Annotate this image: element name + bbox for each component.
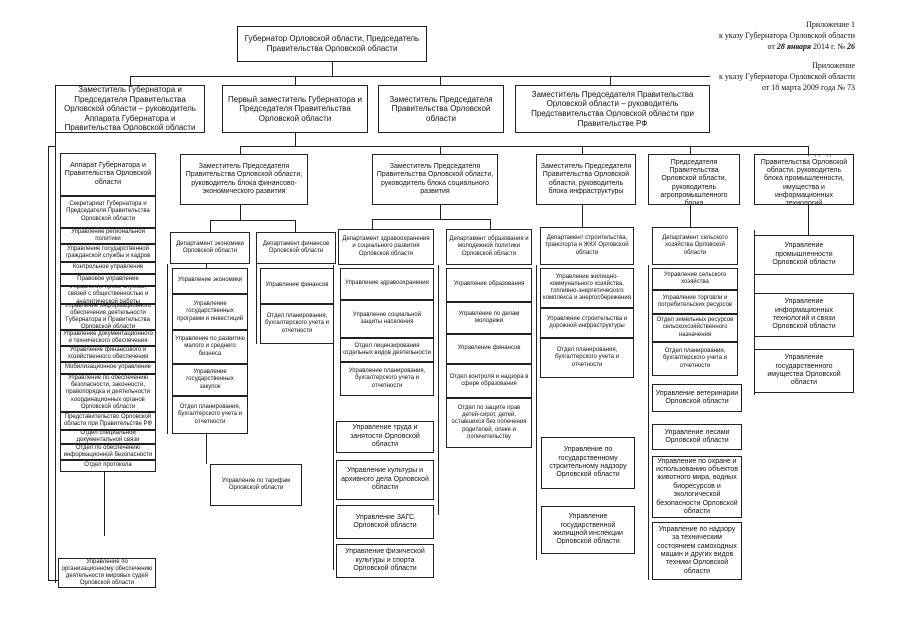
apparat-unit: Мобилизационное управление (60, 362, 156, 374)
apparat-box: Аппарат Губернатора и Правительства Орло… (60, 153, 156, 196)
health-unit: Управление здравоохранения (340, 268, 434, 300)
agro-office: Управление по охране и использованию объ… (652, 456, 742, 518)
social-office: Управление труда и занятости Орловской о… (336, 421, 434, 453)
appendix-line-4: Приложение (812, 61, 855, 71)
deputy-chairman-box: Заместитель Председателя Правительства О… (378, 85, 504, 133)
deputy-industry-box: Заместитель Председателя Правительства О… (754, 154, 854, 205)
appendix-header: Приложение 1 к указу Губернатора Орловск… (680, 20, 855, 94)
apparat-unit: Отдел протокола (60, 460, 156, 472)
dept-education-box: Департамент образования и молодежной пол… (446, 229, 532, 265)
agriculture-unit: Управление торговли и потребительских ре… (652, 290, 738, 314)
industry-office: Управление информационных технологий и с… (754, 293, 854, 337)
education-unit: Отдел контроля и надзора в сфере образов… (446, 364, 532, 398)
apparat-unit: Правовое управление (60, 274, 156, 286)
infrastructure-office: Управление по государственному строитель… (541, 437, 635, 489)
first-deputy-box: Первый заместитель Губернатора и Председ… (222, 85, 368, 133)
economy-unit: Управление государственных программ и ин… (172, 294, 248, 330)
apparat-unit: Управление документационного и техническ… (60, 330, 156, 346)
tariff-office-box: Управление по тарифам Орловской области (210, 464, 302, 506)
apparat-unit: Отдел специальной документальной связи (60, 430, 156, 444)
appendix-line-2: к указу Губернатора Орловской области (719, 30, 855, 40)
agriculture-unit: Отдел земельных ресурсов сельскохозяйств… (652, 314, 738, 342)
appendix-line-5: к указу Губернатора Орловской области (719, 72, 855, 82)
dept-agriculture-box: Департамент сельского хозяйства Орловско… (652, 227, 738, 265)
apparat-unit: Секретариат Губернатора и Председателя П… (60, 196, 156, 228)
social-office: Управление культуры и архивного дела Орл… (336, 460, 434, 500)
agro-office: Управление ветеринарии Орловской области (652, 384, 742, 412)
agriculture-unit: Отдел планирования, бухгалтерского учета… (652, 342, 738, 376)
social-office: Управление ЗАГС Орловской области (336, 505, 434, 539)
education-unit: Управление образования (446, 268, 532, 302)
industry-office: Управление государственного имущества Ор… (754, 349, 854, 393)
apparat-unit: Управление информационного обеспечения д… (60, 304, 156, 330)
apparat-unit: Контрольное управление (60, 262, 156, 274)
deputy-fin-econ-box: Заместитель Председателя Правительства О… (180, 154, 308, 205)
agriculture-unit: Управление сельского хозяйства (652, 268, 738, 290)
apparat-unit: Управление финансового и хозяйственного … (60, 346, 156, 362)
apparat-unit: Управление пресс-службы, связей с общест… (60, 286, 156, 304)
dept-construction-box: Департамент строительства, транспорта и … (540, 227, 634, 265)
construction-unit: Управление строительства и дорожной инфр… (540, 308, 634, 338)
appendix-line-6: от 18 марта 2009 года № 73 (761, 82, 855, 92)
appendix-number: 26 (847, 41, 855, 51)
industry-office: Управление промышленности Орловской обла… (754, 235, 854, 275)
agro-office: Управление лесами Орловской области (652, 424, 742, 450)
economy-unit: Управление экономики (172, 268, 248, 294)
appendix-line-1: Приложение 1 (806, 20, 855, 29)
apparat-unit: Представительство Орловской области при … (60, 412, 156, 430)
agro-office: Управление по надзору за техническим сос… (652, 522, 742, 580)
education-unit: Отдел по защите прав детей-сирот, детей,… (446, 398, 532, 448)
apparat-unit: Управление региональной политики (60, 228, 156, 244)
economy-unit: Отдел планирования, бухгалтерского учета… (172, 396, 248, 434)
deputy-infrastructure-box: Заместитель Председателя Правительства О… (536, 154, 636, 205)
health-unit: Управление планирования, бухгалтерского … (340, 362, 434, 396)
health-unit: Отдел лицензирования отдельных видов дея… (340, 338, 434, 362)
education-unit: Управление по делам молодежи (446, 302, 532, 334)
health-unit: Управление социальной защиты населения (340, 300, 434, 338)
deputy-representation-box: Заместитель Председателя Правительства О… (515, 85, 710, 133)
dept-economy-box: Департамент экономики Орловской области (170, 232, 250, 264)
dept-health-box: Департамент здравоохранения и социальног… (338, 229, 434, 265)
apparat-unit: Управление по обеспечению безопасности, … (60, 374, 156, 412)
construction-unit: Управление жилищно-коммунального хозяйст… (540, 268, 634, 308)
apparat-unit: Управление государственной гражданской с… (60, 244, 156, 262)
governor-box: Губернатор Орловской области, Председате… (237, 26, 427, 62)
economy-unit: Управление государственных закупок (172, 364, 248, 396)
deputy-agro-box: Заместитель Председателя Правительства О… (648, 154, 740, 205)
education-unit: Управление финансов (446, 334, 532, 364)
finance-unit: Управление финансов (260, 268, 334, 304)
apparat-bottom-unit: Управление по организационному обеспечен… (58, 558, 156, 588)
apparat-unit: Отдел по обеспечению информационной безо… (60, 444, 156, 460)
construction-unit: Отдел планирования, бухгалтерского учета… (540, 338, 634, 378)
finance-unit: Отдел планирования, бухгалтерского учета… (260, 304, 334, 344)
deputy-social-box: Заместитель Председателя Правительства О… (372, 154, 498, 205)
deputy-apparat-box: Заместитель Губернатора и Председателя П… (55, 85, 205, 133)
dept-finance-box: Департамент финансов Орловской области (256, 232, 336, 264)
appendix-line-3: от 28 января 2014 г. № 26 (767, 41, 855, 51)
appendix-date: 28 января (776, 41, 811, 51)
economy-unit: Управление по развитию малого и среднего… (172, 330, 248, 364)
infrastructure-office: Управление государственной жилищной инсп… (541, 506, 635, 554)
social-office: Управление физической культуры и спорта … (336, 544, 434, 578)
